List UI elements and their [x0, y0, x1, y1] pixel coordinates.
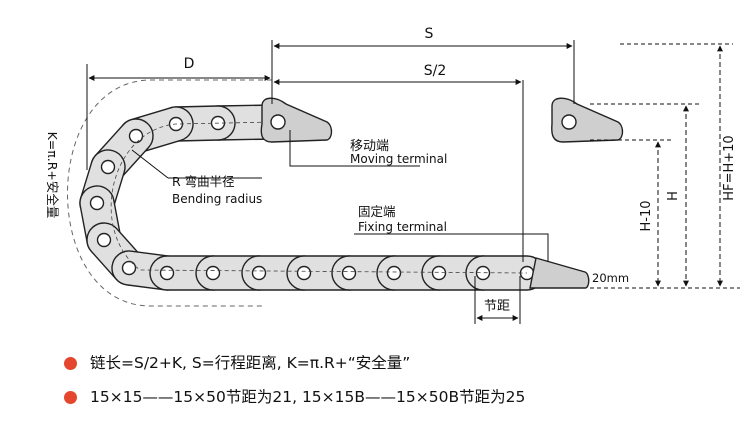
drag-chain-diagram: D S S/2 移动端 Moving terminal R 弯曲半径 Bendi… — [45, 26, 740, 324]
notes-list: 链长=S/2+K, S=行程距离, K=π.R+“安全量” 15×15——15×… — [64, 348, 744, 416]
chain-pin — [386, 265, 402, 281]
bending-radius-label-cn: R 弯曲半径 — [172, 174, 235, 189]
chain-pin — [89, 195, 105, 211]
chain-pin — [251, 265, 267, 281]
fixing-terminal-label-en: Fixing terminal — [358, 220, 447, 234]
fixing-terminal — [529, 257, 590, 289]
moving-terminal-hole — [270, 114, 286, 130]
dim-h-label: H — [666, 191, 681, 201]
dim-s-label: S — [425, 26, 434, 42]
note-pitch-text: 15×15——15×50节距为21, 15×15B——15×50B节距为25 — [90, 388, 526, 406]
chain-pin — [431, 265, 447, 281]
safety-quantity-label: K=π.R+安全量 — [45, 132, 60, 219]
fixing-terminal-label-cn: 固定端 — [358, 204, 396, 219]
chain-pin — [128, 128, 144, 144]
chain-pin — [121, 260, 137, 276]
dim-hf-label: HF=H+10 — [722, 135, 737, 200]
dim-pitch-label: 节距 — [484, 299, 510, 314]
chain-pin — [341, 265, 357, 281]
moving-terminal-label-en: Moving terminal — [350, 152, 447, 166]
bending-radius-label-en: Bending radius — [172, 192, 262, 206]
chain-pin — [159, 265, 175, 281]
chain-pin — [296, 265, 312, 281]
moving-terminal-end-hole — [561, 114, 577, 130]
dim-d-label: D — [184, 56, 195, 72]
note-chain-length-text: 链长=S/2+K, S=行程距离, K=π.R+“安全量” — [90, 354, 411, 372]
chain-pin — [100, 159, 116, 175]
dim-h10-label: H-10 — [639, 200, 654, 231]
chain-pin — [205, 265, 221, 281]
note-chain-length: 链长=S/2+K, S=行程距离, K=π.R+“安全量” — [64, 348, 744, 378]
chain-pin — [475, 265, 491, 281]
moving-terminal-label-cn: 移动端 — [350, 139, 389, 154]
safety-arc — [67, 79, 272, 307]
chain-centerline — [110, 121, 528, 274]
note-pitch: 15×15——15×50节距为21, 15×15B——15×50B节距为25 — [64, 382, 744, 412]
dim-20mm-label: 20mm — [592, 271, 629, 285]
moving-terminal-end — [551, 97, 624, 143]
bullet-icon — [64, 357, 77, 370]
drag-chain — [79, 104, 545, 291]
dim-s-half-label: S/2 — [424, 63, 447, 79]
chain-pin — [96, 232, 112, 248]
bullet-icon — [64, 391, 77, 404]
